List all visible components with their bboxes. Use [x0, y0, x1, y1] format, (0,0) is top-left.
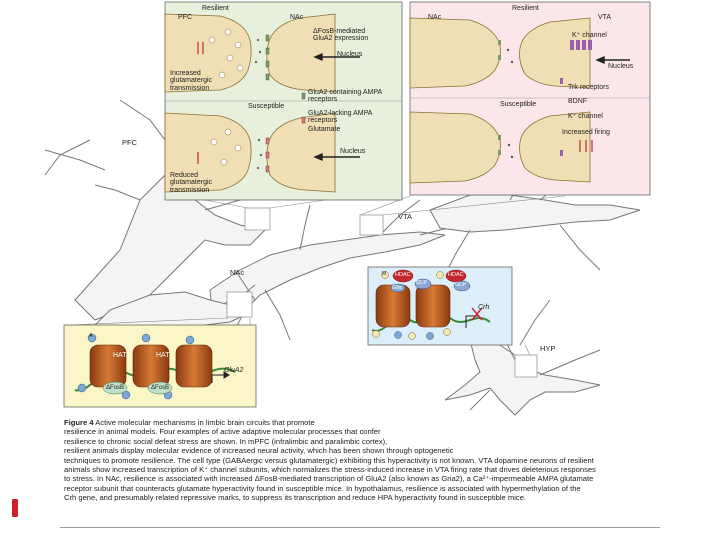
panel-pfc-nac [164, 1, 403, 201]
panel-a-label-pfc: PFC [178, 14, 192, 21]
callout-box-nac [226, 291, 253, 318]
panel-c-dfosb-2: ΔFosB [151, 385, 170, 391]
hyp-nucleosome-1 [375, 284, 411, 328]
panel-nac-vta [409, 1, 651, 196]
caption-line-4: resilient animals display molecular evid… [64, 446, 454, 456]
panel-d-hdac-2: HDAC [448, 272, 464, 278]
panel-a-legend-glua2-lacking: GluA2-lacking AMPA receptors [308, 110, 373, 125]
bottom-divider [60, 527, 660, 528]
panel-a-legend-glua2-containing: GluA2 containing AMPA receptors [308, 89, 382, 104]
region-label-nac: NAc [230, 268, 245, 277]
panel-c-dfosb-1: ΔFosB [106, 385, 125, 391]
panel-b-label-k-channel-top: K⁺ channel [572, 32, 607, 39]
caption-figure-number: Figure 4 [64, 418, 94, 427]
panel-c-ac: A [89, 333, 93, 339]
caption-line-8: receptor subunit that counteracts glutam… [64, 483, 581, 493]
panel-b-label-nac: NAc [428, 14, 442, 21]
panel-c-hat-1: HAT [113, 352, 127, 359]
region-label-pfc: PFC [122, 138, 137, 147]
caption-line-6: animals show increased transcription of … [64, 465, 596, 475]
caption-line-1: Active molecular mechanisms in limbic br… [95, 418, 315, 427]
panel-d-gene-crh: Crh [478, 304, 490, 311]
callout-box-vta [359, 214, 384, 236]
panel-c-hat-2: HAT [156, 352, 170, 359]
panel-b-legend-increased-firing: Increased firing [562, 129, 610, 136]
caption-line-3: resilience to chronic social defeat stre… [64, 436, 388, 446]
caption-line-9: Crh gene, and presumably related repress… [64, 493, 527, 503]
panel-b-legend-bdnf: BDNF [568, 98, 588, 105]
panel-a-label-increased: Increased glutamatergic transmission [170, 70, 213, 92]
panel-a-label-nac: NAc [290, 14, 304, 21]
panel-a-header-resilient: Resilient [202, 5, 229, 12]
panel-b-label-nucleus: Nucleus [608, 63, 634, 70]
caption-line-2: resilience in animal models. Four exampl… [64, 427, 381, 437]
callout-box-pfc [244, 207, 271, 231]
figure-artwork [44, 1, 651, 416]
panel-d-g9a: G9a [392, 285, 402, 291]
panel-a-legend-glutamate: Glutamate [308, 126, 341, 133]
panel-a-label-nucleus-bottom: Nucleus [340, 148, 366, 155]
panel-c-gene-glua2: GluA2 [224, 367, 244, 374]
callout-box-hyp [514, 354, 538, 378]
panel-hyp-histone [367, 266, 513, 346]
panel-a-legend-dfosb: ΔFosB-mediated GluA2 expression [313, 28, 369, 43]
caption-line-7: to stress. In NAc, resilience is associa… [64, 474, 594, 484]
figure-4-illustration: Resilient PFC NAc ΔFosB-mediated GluA2 e… [44, 1, 651, 416]
caption-line-5: techniques to promote resilience. The ce… [64, 455, 594, 465]
panel-d-glp-2: GLP [455, 282, 467, 288]
callout-lines [69, 195, 566, 356]
panel-a-label-nucleus-top: Nucleus [337, 51, 363, 58]
slide-marker [12, 499, 18, 517]
panel-nac-histone [63, 324, 257, 408]
panel-d-glp-1: GLP [416, 280, 428, 286]
region-label-hyp: HYP [540, 344, 556, 353]
panel-d-m: M [382, 271, 387, 277]
figure-caption: Figure 4 Active molecular mechanisms in … [64, 418, 664, 503]
panel-a-header-susceptible: Susceptible [248, 103, 285, 110]
panel-b-legend-k-channel: K⁺ channel [568, 113, 603, 120]
region-label-vta: VTA [398, 212, 413, 221]
nucleosome-3 [175, 344, 213, 388]
panel-b-header-resilient: Resilient [512, 5, 539, 12]
panel-d-hdac-1: HDAC [395, 272, 411, 278]
panel-b-header-susceptible: Susceptible [500, 101, 537, 108]
panel-b-legend-trk: Trk receptors [568, 84, 609, 91]
panel-b-label-vta: VTA [598, 14, 612, 21]
panel-a-label-reduced: Reduced glutamatergic transmission [170, 172, 213, 194]
hyp-nucleosome-2 [415, 284, 451, 328]
